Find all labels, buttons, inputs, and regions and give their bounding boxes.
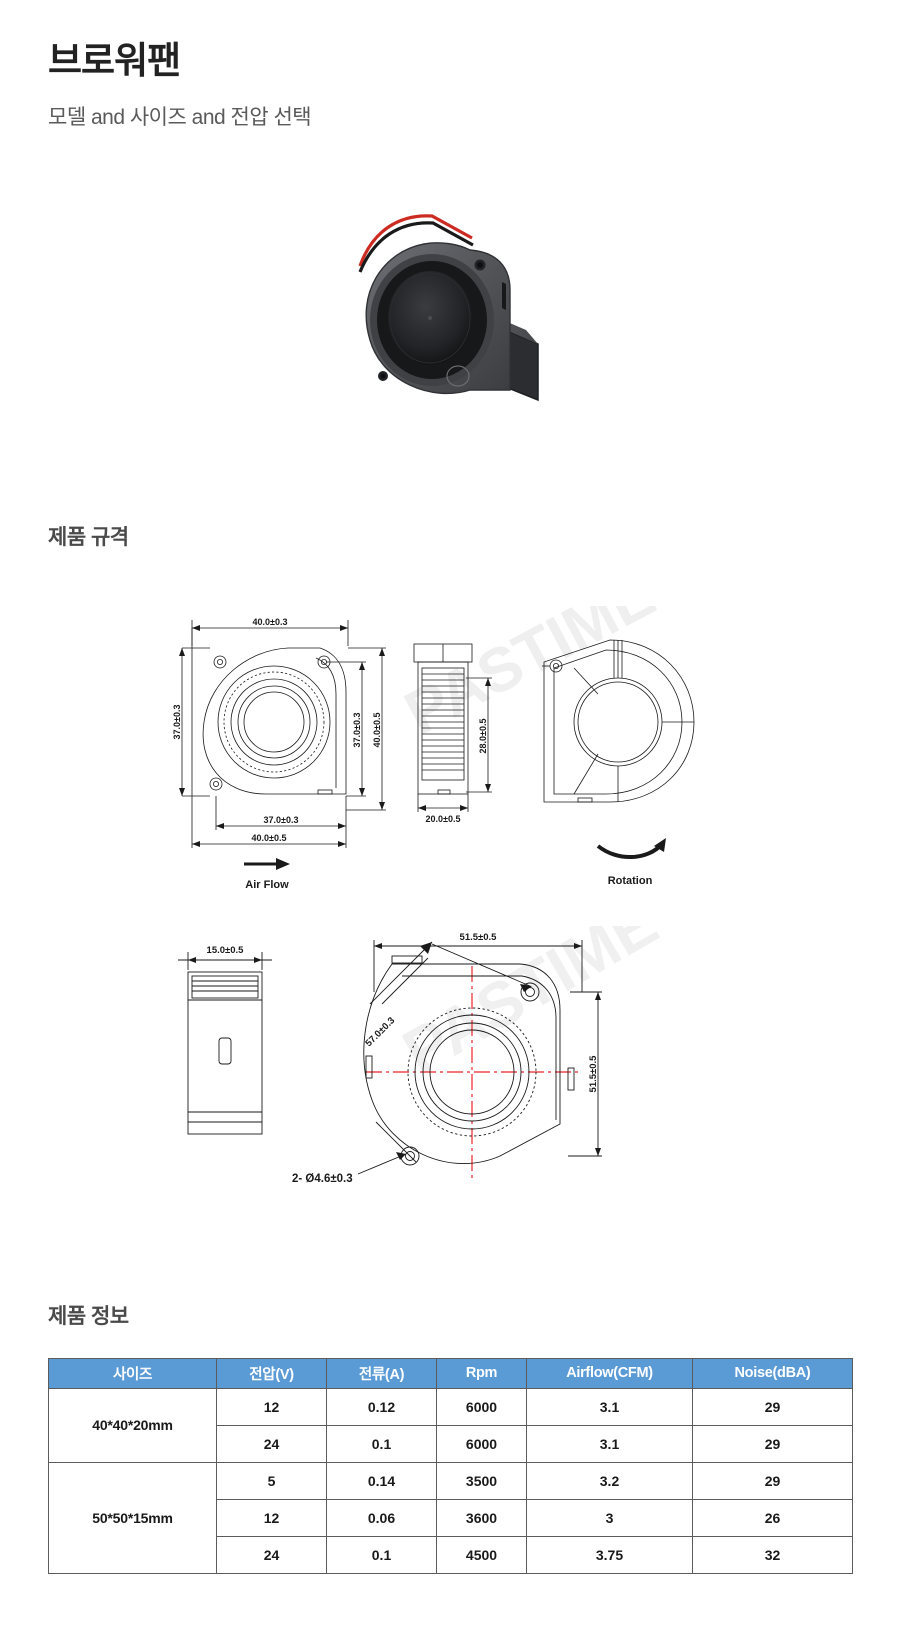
rpm-cell: 6000 xyxy=(436,1387,527,1426)
voltage-cell: 24 xyxy=(216,1424,327,1463)
dim-diagonal: 57.0±0.3 xyxy=(363,1015,397,1049)
dim-height-right: 51.5±0.5 xyxy=(588,1054,599,1092)
airflow-cell: 3.1 xyxy=(526,1424,693,1463)
noise-cell: 29 xyxy=(692,1461,853,1500)
airflow-cell: 3.1 xyxy=(526,1387,693,1426)
spec-table-wrap: 사이즈 전압(V) 전류(A) Rpm Airflow(CFM) Noise(d… xyxy=(0,1357,900,1574)
table-row: 24 0.1 4500 3.75 32 xyxy=(49,1535,853,1574)
dim-side-height: 28.0±0.5 xyxy=(478,718,488,753)
page-title: 브로워팬 xyxy=(48,40,181,81)
rpm-cell: 6000 xyxy=(436,1424,527,1463)
technical-drawing-top: PASTIME xyxy=(0,606,900,906)
current-cell: 0.1 xyxy=(326,1424,437,1463)
rpm-cell: 4500 xyxy=(436,1535,527,1574)
airflow-cell: 3 xyxy=(526,1498,693,1537)
column-header-noise: Noise(dBA) xyxy=(692,1357,853,1389)
blower-fan-illustration xyxy=(358,213,539,401)
section-heading-info: 제품 정보 xyxy=(48,1304,129,1328)
rpm-cell: 3500 xyxy=(436,1461,527,1500)
airflow-cell: 3.2 xyxy=(526,1461,693,1500)
current-cell: 0.12 xyxy=(326,1387,437,1426)
dim-width-outer-bottom: 40.0±0.5 xyxy=(252,833,287,843)
noise-cell: 32 xyxy=(692,1535,853,1574)
dim-width-top-bottom: 51.5±0.5 xyxy=(460,932,498,943)
watermark-text: PASTIME xyxy=(391,926,669,1088)
noise-cell: 26 xyxy=(692,1498,853,1537)
dim-height-outer-right: 40.0±0.5 xyxy=(372,712,382,747)
section-heading-spec: 제품 규격 xyxy=(48,525,129,549)
technical-drawing-bottom: PASTIME xyxy=(0,926,900,1216)
table-header-row: 사이즈 전압(V) 전류(A) Rpm Airflow(CFM) Noise(d… xyxy=(48,1357,853,1389)
rotation-label: Rotation xyxy=(608,875,653,887)
size-cell: 40*40*20mm xyxy=(48,1387,217,1463)
column-header-airflow: Airflow(CFM) xyxy=(526,1357,693,1389)
blower-fan-photo xyxy=(320,194,580,424)
page-header: 브로워팬 모델 and 사이즈 and 전압 선택 xyxy=(0,0,900,131)
table-row: 50*50*15mm 5 0.14 3500 3.2 29 xyxy=(48,1461,853,1574)
page-subtitle: 모델 and 사이즈 and 전압 선택 xyxy=(48,105,312,129)
rpm-cell: 3600 xyxy=(436,1498,527,1537)
table-row: 12 0.06 3600 3 26 xyxy=(49,1498,853,1537)
spec-table: 사이즈 전압(V) 전류(A) Rpm Airflow(CFM) Noise(d… xyxy=(48,1357,853,1574)
current-cell: 0.14 xyxy=(326,1461,437,1500)
size-cell: 50*50*15mm xyxy=(48,1461,217,1574)
dim-height-left: 37.0±0.3 xyxy=(172,704,182,739)
dim-thickness: 15.0±0.5 xyxy=(207,945,245,956)
column-header-current: 전류(A) xyxy=(326,1357,437,1389)
voltage-cell: 12 xyxy=(216,1498,327,1537)
current-cell: 0.06 xyxy=(326,1498,437,1537)
noise-cell: 29 xyxy=(692,1387,853,1426)
voltage-cell: 5 xyxy=(216,1461,327,1500)
table-row: 40*40*20mm 12 0.12 6000 3.1 29 xyxy=(48,1387,853,1463)
centerlines xyxy=(366,965,580,1178)
airflow-label: Air Flow xyxy=(245,879,289,891)
noise-cell: 29 xyxy=(692,1424,853,1463)
drawing-top-svg: PASTIME xyxy=(172,606,695,891)
column-header-voltage: 전압(V) xyxy=(216,1357,327,1389)
dim-height-inner-right: 37.0±0.3 xyxy=(352,712,362,747)
voltage-cell: 24 xyxy=(216,1535,327,1574)
column-header-rpm: Rpm xyxy=(436,1357,527,1389)
table-row: 24 0.1 6000 3.1 29 xyxy=(49,1424,853,1463)
dim-width-top: 40.0±0.3 xyxy=(253,617,288,627)
column-header-size: 사이즈 xyxy=(48,1357,217,1389)
watermark-text: PASTIME xyxy=(394,606,666,748)
dim-holes: 2- Ø4.6±0.3 xyxy=(292,1173,353,1185)
drawing-bottom-svg: PASTIME xyxy=(178,926,669,1185)
dim-width-inner-bottom: 37.0±0.3 xyxy=(264,815,299,825)
current-cell: 0.1 xyxy=(326,1535,437,1574)
dim-side-width: 20.0±0.5 xyxy=(426,814,461,824)
voltage-cell: 12 xyxy=(216,1387,327,1426)
airflow-cell: 3.75 xyxy=(526,1535,693,1574)
product-photo-area xyxy=(0,179,900,439)
